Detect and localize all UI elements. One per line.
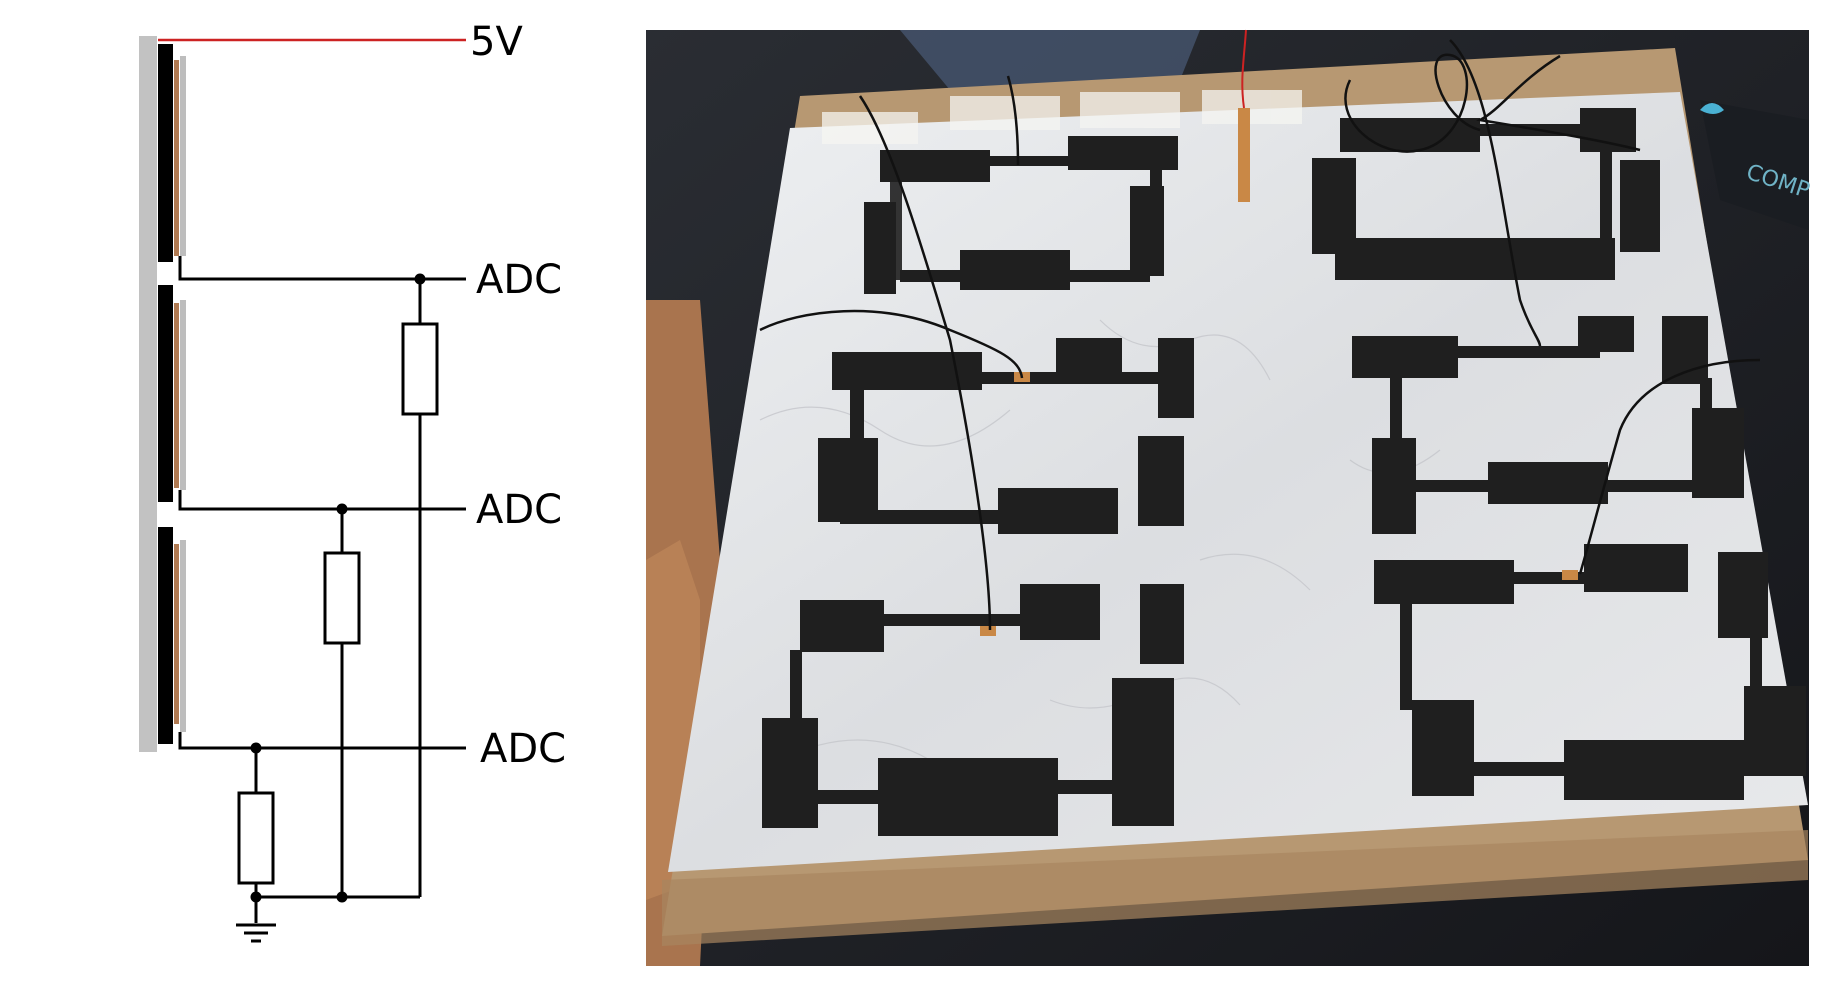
resistor-1	[401, 322, 439, 416]
pad-backing-strip	[139, 36, 157, 752]
pressure-pad-bottom	[158, 527, 186, 744]
sensor-cell	[818, 338, 1194, 534]
tape-strips	[822, 90, 1302, 144]
resistor-2	[323, 551, 361, 645]
sensor-cell	[1374, 544, 1806, 800]
sensor-cells	[762, 108, 1806, 836]
adc-label-1: ADC	[476, 257, 562, 303]
circuit-schematic: 5V ADC ADC ADC	[139, 19, 566, 943]
adc-wires	[178, 256, 466, 750]
pressure-pad-top	[158, 44, 186, 262]
sensor-cell	[762, 584, 1184, 836]
pressure-pad-middle	[158, 285, 186, 502]
ground-icon	[236, 923, 276, 943]
adc-label-3: ADC	[480, 726, 566, 772]
sensor-cell	[864, 136, 1178, 294]
resistor-3	[237, 791, 275, 885]
sense-wires	[759, 39, 1761, 631]
sensor-cell	[1352, 316, 1744, 534]
junction-dots	[250, 273, 426, 903]
foil-sheet	[668, 92, 1808, 872]
copper-tab	[1238, 108, 1250, 202]
blue-fabric	[900, 30, 1200, 90]
supply-label: 5V	[470, 19, 523, 65]
supply-lead	[1241, 29, 1247, 109]
adc-label-2: ADC	[476, 487, 562, 533]
prototype-photo: COMP	[646, 29, 1813, 966]
sticker: COMP	[1700, 100, 1813, 230]
